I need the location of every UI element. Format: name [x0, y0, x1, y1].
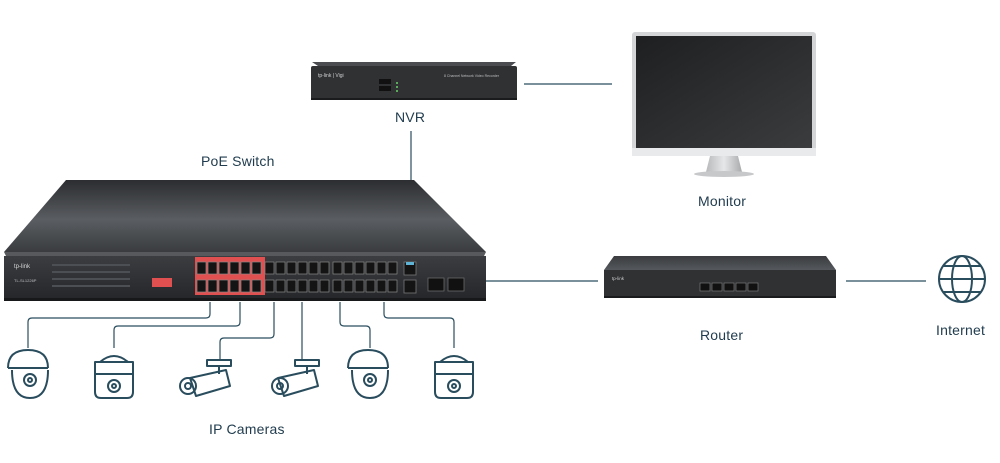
rj45-port: [240, 261, 251, 275]
monitor-device: [632, 32, 816, 177]
router-label: Router: [700, 327, 744, 343]
poe-switch-device: tp-link TL-SL1226P: [4, 180, 486, 301]
camera-icon: [347, 349, 389, 399]
rj45-port: [229, 279, 240, 293]
rj45-port: [365, 261, 376, 275]
rj45-port: [332, 279, 343, 293]
rj45-port: [354, 261, 365, 275]
camera-link-6: [383, 302, 455, 348]
rj45-port: [207, 261, 218, 275]
router-brand: tp-link: [612, 276, 625, 281]
switch-led-panel: [52, 264, 130, 287]
rj45-port: [264, 261, 275, 275]
switch-brand: tp-link: [14, 264, 31, 270]
rj45-port: [218, 261, 229, 275]
router-ports: [699, 282, 759, 292]
camera-icons: [7, 349, 474, 399]
nvr-led: [396, 86, 398, 88]
camera-icon: [271, 359, 320, 397]
rj45-port: [264, 279, 275, 293]
nvr-led: [396, 90, 398, 92]
rj45-port: [240, 279, 251, 293]
rj45-port: [387, 279, 398, 293]
rj45-port: [354, 279, 365, 293]
camera-link-3: [219, 302, 275, 360]
rj45-port: [196, 261, 207, 275]
ip-cameras-label: IP Cameras: [209, 421, 285, 437]
switch-model: TL-SL1226P: [14, 278, 37, 283]
rj45-port: [332, 261, 343, 275]
rj45-port: [251, 279, 262, 293]
rj45-port: [196, 279, 207, 293]
nvr-brand: tp-link | Vigi: [318, 73, 344, 79]
poe-switch-label: PoE Switch: [201, 153, 275, 169]
rj45-port: [275, 261, 286, 275]
rj45-port: [343, 279, 354, 293]
rj45-port: [376, 261, 387, 275]
camera-icon: [179, 359, 232, 397]
camera-link-2: [113, 302, 241, 348]
rj45-port: [218, 279, 229, 293]
camera-icon: [7, 349, 49, 399]
connection-lines: [27, 83, 926, 360]
camera-link-1: [27, 302, 211, 348]
rj45-port: [319, 279, 330, 293]
uplink-port: [403, 279, 417, 294]
switch-ports: [196, 261, 398, 293]
rj45-port: [297, 261, 308, 275]
rj45-port: [319, 261, 330, 275]
rj45-port: [308, 261, 319, 275]
uplink-port-led: [406, 262, 414, 265]
nvr-device: tp-link | Vigi 8 Channel Network Video R…: [311, 62, 517, 100]
nvr-label: NVR: [395, 109, 426, 125]
rj45-port: [376, 279, 387, 293]
rj45-port: [308, 279, 319, 293]
switch-dip-switch: [152, 278, 172, 287]
rj45-port: [365, 279, 376, 293]
rj45-port: [251, 261, 262, 275]
nvr-led: [396, 82, 398, 84]
rj45-port: [275, 279, 286, 293]
nvr-usb-port: [379, 79, 391, 84]
nvr-model: 8 Channel Network Video Recorder: [444, 74, 500, 78]
sfp-port: [427, 277, 445, 292]
camera-link-5: [339, 302, 371, 348]
globe-icon: [938, 255, 986, 303]
rj45-port: [343, 261, 354, 275]
rj45-port: [297, 279, 308, 293]
rj45-port: [387, 261, 398, 275]
camera-icon: [434, 355, 474, 399]
rj45-port: [229, 261, 240, 275]
internet-label: Internet: [936, 322, 986, 338]
nvr-usb-port: [379, 86, 391, 91]
router-device: tp-link: [604, 256, 836, 298]
rj45-port: [286, 279, 297, 293]
camera-icon: [94, 355, 134, 399]
monitor-label: Monitor: [698, 193, 747, 209]
sfp-port: [447, 277, 465, 292]
rj45-port: [207, 279, 218, 293]
rj45-port: [286, 261, 297, 275]
